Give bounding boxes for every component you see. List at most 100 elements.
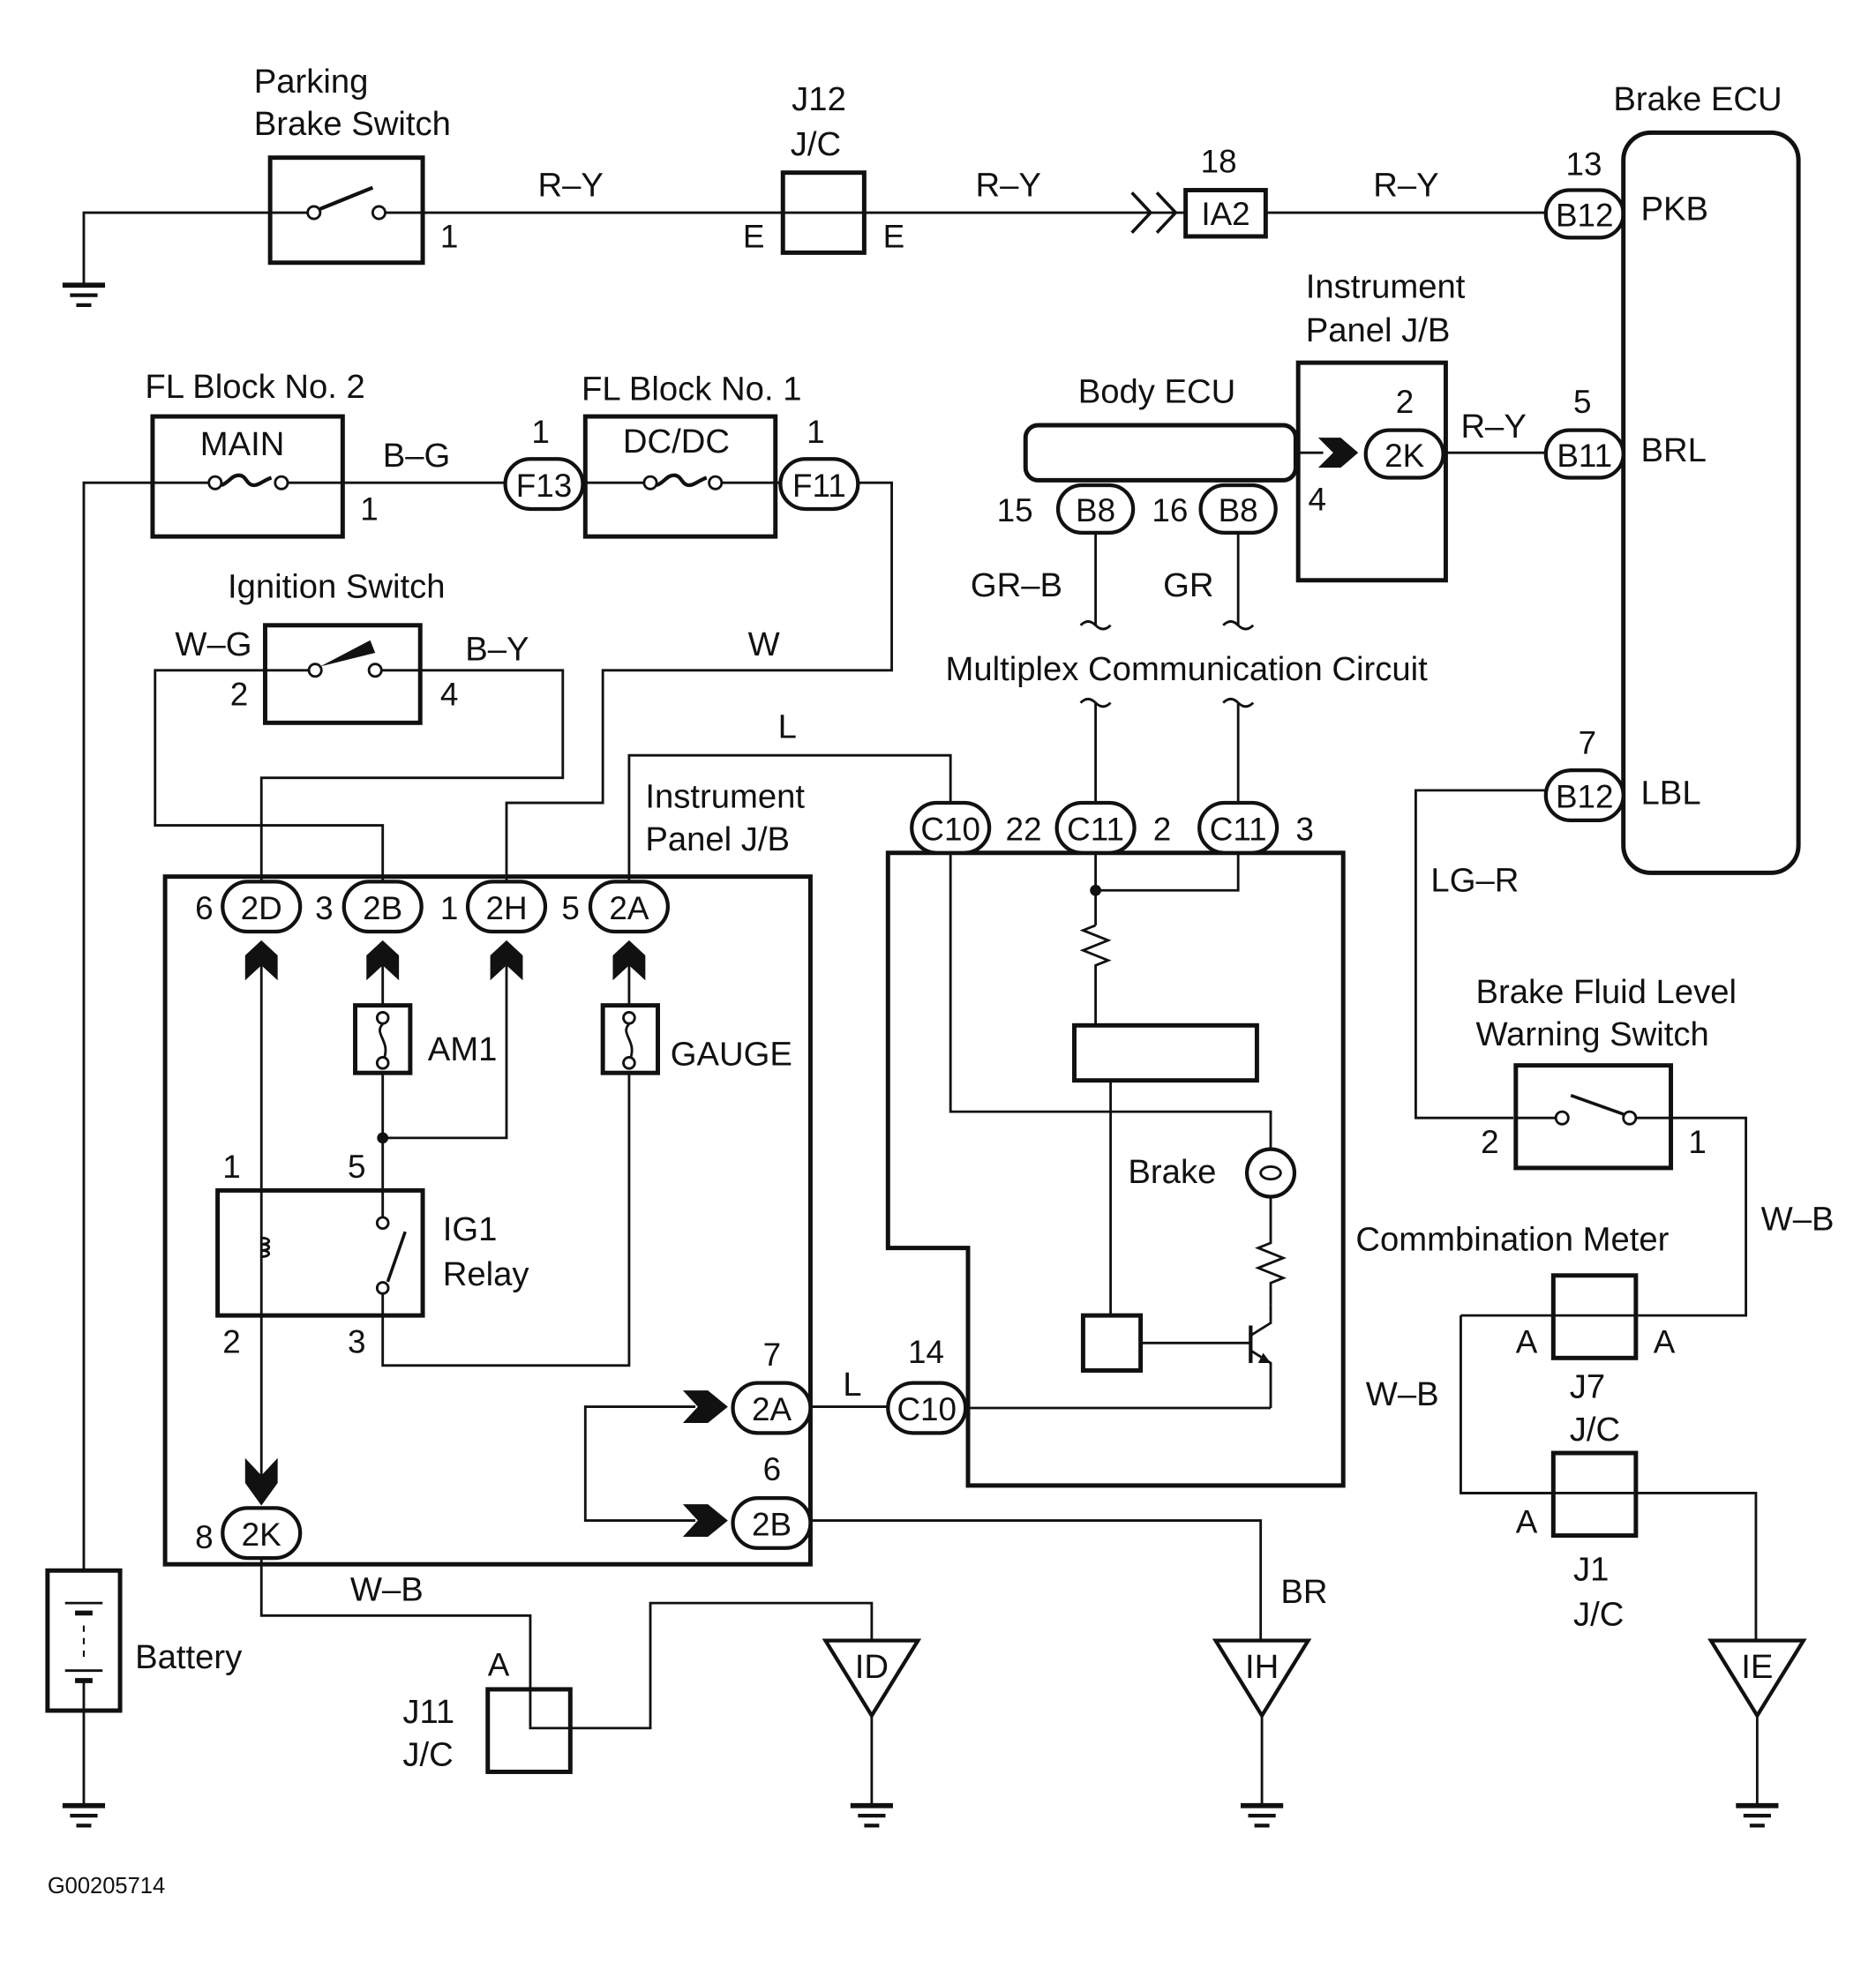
connector-ia2: [1183, 188, 1268, 239]
brake-ecu-box: [1621, 130, 1801, 875]
pin-label: 5: [348, 1149, 365, 1185]
switch-icon: [270, 185, 424, 221]
fl-block-1-box: [582, 414, 778, 539]
pin-label: 1: [1688, 1124, 1706, 1160]
pin-label: 1: [440, 890, 459, 926]
resistor-icon: [1255, 1196, 1287, 1306]
pin-label: 2: [1396, 384, 1414, 420]
parking-brake-label-1: Parking: [254, 63, 369, 101]
fuse-link-blocks: FL Block No. 2 MAIN B–G 1 F13 1 FL Block…: [82, 368, 893, 1569]
pin-label: 7: [1579, 725, 1596, 761]
connector-label: C11: [1210, 812, 1267, 848]
body-ecu-section: Instrument Panel J/B Body ECU 2K 2 4 R–Y…: [946, 267, 1625, 804]
j12-label: J12: [792, 80, 846, 118]
brake-fluid-circuit: B12 7 LG–R Brake Fluid Level Warning Swi…: [1355, 725, 1834, 1828]
ig1-relay-label-1: IG1: [443, 1210, 498, 1248]
connector-arrow-icon: [244, 1457, 278, 1506]
connector-2b-6: [731, 1495, 813, 1550]
pin-label: 1: [531, 414, 550, 450]
j11-junction-connector: [485, 1687, 573, 1774]
bottom-section: BR IH W–B A J11 J/C ID: [45, 1519, 1327, 1898]
connector-arrow-icon: [1317, 438, 1359, 468]
junction-dot: [1090, 884, 1101, 896]
parking-brake-circuit: Parking Brake Switch 1 R–Y J12 J/C E E R…: [62, 63, 1625, 308]
connector-arrow-icon: [1130, 191, 1178, 234]
wire-color-label: B–G: [383, 437, 451, 475]
wire-color-label: BR: [1280, 1573, 1327, 1611]
connector-2b: [341, 880, 424, 934]
am1-label: AM1: [428, 1030, 498, 1068]
switch-icon: [1515, 1094, 1671, 1126]
pin-label: E: [883, 219, 905, 255]
pin-label: 3: [348, 1324, 365, 1360]
pin-label: 4: [1309, 481, 1327, 517]
am1-fuse: [353, 1003, 413, 1075]
connector-label: 2H: [485, 890, 527, 926]
connector-label: 2B: [363, 890, 402, 926]
ip-jb-main-label-1: Instrument: [645, 778, 805, 816]
ignition-switch-section: Ignition Switch W–G B–Y 2 4: [154, 568, 565, 882]
wire-color-label: W–G: [175, 625, 251, 663]
gauge-label: GAUGE: [671, 1036, 792, 1074]
connector-label: 2A: [752, 1391, 792, 1427]
connector-label: IA2: [1201, 196, 1249, 232]
ground-point-label: ID: [855, 1648, 889, 1686]
ground-point-label: IE: [1741, 1648, 1773, 1686]
pin-label: 3: [315, 890, 334, 926]
instrument-panel-jb-main: Instrument Panel J/B L 2D 6 2B 3 2H 1 2A…: [162, 708, 952, 1567]
ignition-switch-box: [262, 623, 423, 725]
j11-label: J11: [402, 1693, 454, 1731]
connector-2d: [221, 880, 303, 934]
wire-color-label: L: [843, 1366, 861, 1404]
body-ecu-label: Body ECU: [1078, 372, 1236, 410]
pin-label: 8: [195, 1519, 213, 1555]
switch-icon: [307, 640, 383, 678]
pin-label: 1: [360, 491, 379, 528]
wire-color-label: LG–R: [1430, 862, 1519, 900]
pin-label: 7: [763, 1337, 782, 1373]
transistor-icon: [1140, 1305, 1272, 1409]
connector-label: 2D: [241, 890, 282, 926]
j1-label: J1: [1573, 1551, 1609, 1589]
control-module-box: [1072, 1022, 1259, 1083]
pin-label: 4: [440, 676, 459, 712]
wire-color-label: R–Y: [976, 167, 1041, 205]
ground-icon: [62, 1802, 106, 1828]
pin-label: 1: [807, 414, 825, 450]
connector-label: F13: [516, 468, 573, 504]
pin-label: A: [488, 1646, 510, 1682]
connector-label: C10: [920, 812, 980, 848]
ip-jb-main-box: [162, 874, 813, 1567]
ground-point-id-icon: ID: [822, 1638, 922, 1828]
pin-label: 6: [763, 1451, 782, 1487]
ground-icon: [62, 282, 106, 308]
brake-fluid-label-2: Warning Switch: [1475, 1015, 1708, 1053]
brake-ecu: Brake ECU PKB BRL LBL: [1613, 80, 1801, 875]
wire-ground-to-switch: [82, 211, 271, 286]
pin-label: 1: [222, 1149, 241, 1185]
connector-b12-lbl: [1543, 768, 1625, 822]
ignition-switch-label: Ignition Switch: [228, 568, 446, 606]
fl-block-2-box: [150, 414, 345, 539]
parking-brake-label-2: Brake Switch: [254, 105, 451, 143]
fusible-link-icon: [207, 473, 289, 490]
ground-point-label: IH: [1245, 1648, 1279, 1686]
combination-meter-circuit: C10 C11 22 C11 2 3 Brake C10 14 L: [810, 800, 1346, 1488]
connector-arrow-icon: [682, 1390, 728, 1424]
ig1-relay-box: [215, 1187, 425, 1318]
connector-label: B12: [1556, 198, 1614, 234]
pin-label: 3: [1295, 812, 1314, 848]
ip-jb-main-label-2: Panel J/B: [645, 820, 790, 858]
wire-color-label: R–Y: [1373, 167, 1438, 205]
wire-color-label: L: [778, 708, 797, 745]
pin-label: 2: [222, 1324, 241, 1360]
connector-2a: [588, 880, 670, 934]
ig1-relay-label-2: Relay: [443, 1255, 530, 1293]
pin-label: 16: [1152, 492, 1188, 528]
wire-color-label: B–Y: [465, 630, 529, 668]
pin-label: 2: [230, 676, 249, 712]
connector-b11-brl: [1543, 428, 1625, 480]
gauge-fuse: [600, 1003, 660, 1075]
ground-point-ie-icon: IE: [1707, 1638, 1807, 1828]
